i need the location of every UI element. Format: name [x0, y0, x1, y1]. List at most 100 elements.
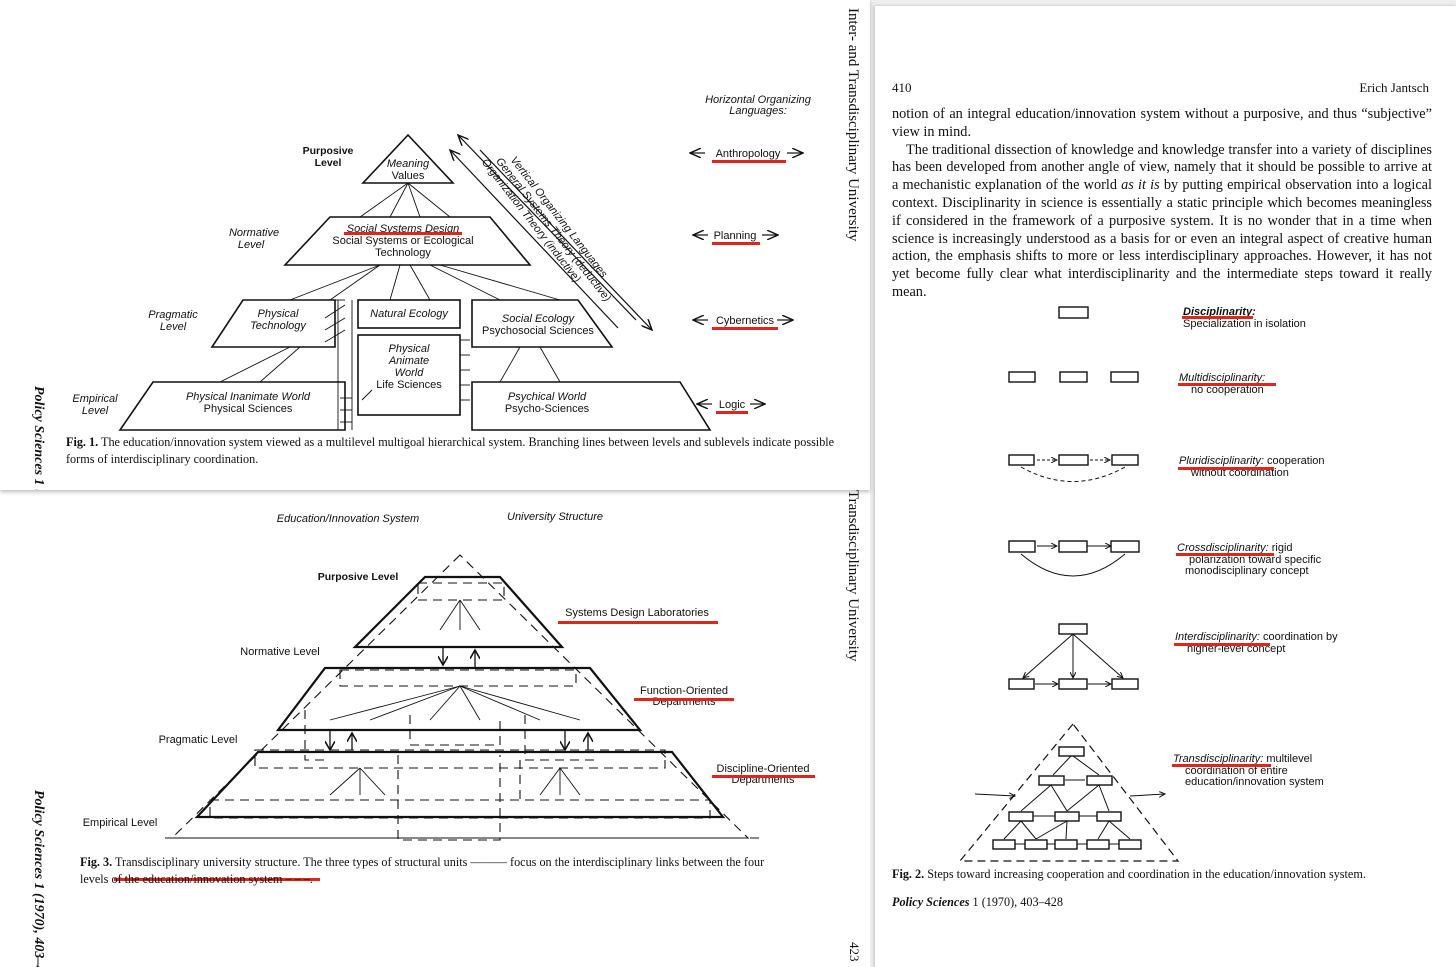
underline-foc: [634, 698, 734, 701]
fig1-animate-2: Animate: [388, 355, 429, 367]
underline-crossdisciplinarity: [1176, 553, 1274, 556]
fig1-phys-tech-2: Technology: [250, 320, 307, 332]
underline-transdisciplinarity: [1172, 764, 1271, 767]
fig1-technology: Technology: [375, 247, 431, 259]
underline-logic: [716, 411, 748, 414]
fig1-panel: Purposive Level Meaning Values Normative…: [0, 0, 870, 490]
fig1-cybernetics: Cybernetics: [716, 315, 775, 327]
fig3-foc-1: Function-Oriented: [640, 685, 728, 697]
running-author: Erich Jantsch: [1359, 80, 1429, 95]
fig3-diagram: Education/Innovation System University S…: [83, 511, 810, 841]
natural-ecology-box: [357, 299, 461, 329]
body-text: notion of an integral education/innovati…: [892, 106, 1432, 302]
fig3-header-left: Education/Innovation System: [277, 513, 419, 525]
education-system-outline: [170, 554, 750, 839]
fig2-caption-label: Fig. 2.: [892, 867, 925, 881]
underline-ssd: [344, 232, 462, 235]
underline-sdl: [558, 621, 718, 624]
fig1-diagram: Purposive Level Meaning Values Normative…: [72, 94, 812, 431]
fig1-inanimate: Physical Inanimate World: [186, 391, 311, 403]
fig2-diagram: [958, 306, 1180, 862]
fig1-level-normative-2: Level: [238, 239, 265, 251]
underline-pluridisciplinarity: [1178, 467, 1274, 470]
fig1-phys-tech-1: Physical: [258, 308, 300, 320]
underline-anthropology: [712, 160, 786, 163]
fig1-anthropology: Anthropology: [716, 148, 781, 160]
fig1-psychosocial: Psychosocial Sciences: [482, 325, 594, 337]
underline-doc: [712, 775, 815, 778]
page-410-panel: 410 Erich Jantsch notion of an integral …: [875, 6, 1456, 967]
fig1-planning: Planning: [714, 230, 757, 242]
paragraph-1: notion of an integral education/innovati…: [892, 106, 1432, 140]
physical-animate-box: [357, 334, 461, 416]
fig1-psycho-sciences: Psycho-Sciences: [505, 403, 590, 415]
physical-inanimate-box: [118, 381, 346, 431]
fig2-caption: Fig. 2. Steps toward increasing cooperat…: [892, 866, 1452, 883]
fig3-panel: Education/Innovation System University S…: [0, 490, 870, 967]
fig1-natural-ecology: Natural Ecology: [370, 308, 449, 320]
fig1-animate-4: Life Sciences: [376, 379, 442, 391]
fig1-social-ecology: Social Ecology: [502, 313, 576, 325]
fig1-caption-label: Fig. 1.: [66, 435, 99, 449]
fig1-level-pragmatic-1: Pragmatic: [148, 309, 198, 321]
fig1-level-normative-1: Normative: [229, 227, 279, 239]
purposive-unit: [417, 582, 505, 601]
fig3-sdl: Systems Design Laboratories: [565, 607, 709, 619]
fig3-caption-text-1: The three types of structural units ——— …: [300, 855, 765, 869]
fig3-level-pragmatic: Pragmatic Level: [159, 734, 238, 746]
fig1-vert-lang-2: General Systems Theory (deductive): [493, 156, 613, 305]
fig3-level-purposive: Purposive Level: [318, 571, 399, 583]
fig3-doc-1: Discipline-Oriented: [717, 763, 810, 775]
fig1-physical-sciences: Physical Sciences: [204, 403, 293, 415]
fig1-psychical: Psychical World: [508, 391, 587, 403]
underline-disciplinarity: [1182, 316, 1253, 319]
fig3-level-empirical: Empirical Level: [83, 817, 158, 829]
normative-trapezoid: [283, 216, 532, 266]
fig1-ss-tech: Social Systems or Ecological: [332, 235, 473, 247]
step-disciplinarity: Disciplinarity:Specialization in isolati…: [1183, 306, 1306, 330]
fig3-side-journal: Policy Sciences 1 (1970), 403–428: [31, 790, 46, 967]
step-multidisciplinarity: Multidisciplinarity:no cooperation: [1179, 372, 1266, 396]
fig1-side-journal: Policy Sciences 1 (197: [31, 386, 46, 490]
journal-footer: Policy Sciences 1 (1970), 403–428: [892, 895, 1063, 909]
fig3-caption: Fig. 3. Transdisciplinary university str…: [80, 854, 840, 888]
fig2-caption-text: Steps toward increasing cooperation and …: [927, 867, 1366, 881]
pragmatic-level-unit: [194, 750, 726, 819]
fig3-level-normative: Normative Level: [240, 646, 319, 658]
fig1-values: Values: [392, 170, 425, 182]
underline-planning: [712, 242, 760, 245]
physical-technology-box: [210, 299, 336, 348]
normative-level-unit: [275, 666, 643, 732]
fig1-level-purposive-1: Purposive: [303, 145, 354, 157]
fig1-level-pragmatic-2: Level: [160, 321, 187, 333]
fig1-animate-1: Physical: [389, 343, 431, 355]
fig1-animate-3: World: [395, 367, 425, 379]
underline-cybernetics: [712, 327, 778, 330]
paragraph-2: The traditional dissection of knowledge …: [892, 141, 1432, 300]
fig1-horizontal-title-2: Languages:: [729, 105, 787, 117]
page-number: 410: [892, 80, 912, 95]
social-ecology-box: [471, 299, 614, 348]
fig1-logic: Logic: [719, 399, 746, 411]
fig3-header-right: University Structure: [507, 511, 603, 523]
fig3-caption-underlined: Transdisciplinary university structure.: [115, 855, 301, 869]
underline-multidisciplinarity: [1178, 383, 1276, 386]
fig3-caption-label: Fig. 3.: [80, 855, 113, 869]
psychical-world-box: [471, 381, 712, 431]
fig3-right-runhead: Transdisciplinary University: [845, 490, 861, 662]
underline-interdisciplinarity: [1174, 643, 1270, 646]
underline-fig3-caption: [114, 878, 320, 881]
fig1-meaning: Meaning: [387, 158, 430, 170]
fig1-caption: Fig. 1. The education/innovation system …: [66, 434, 836, 468]
fig1-horizontal-title-1: Horizontal Organizing: [705, 94, 812, 106]
fig1-level-purposive-2: Level: [315, 157, 342, 169]
fig3-page-number: 423: [847, 942, 862, 962]
fig1-right-runhead: Inter- and Transdisciplinary University: [845, 8, 861, 242]
purposive-level-unit: [352, 575, 565, 649]
fig3-caption-text-2: levels of the education/innovation syste…: [80, 872, 313, 886]
fig1-level-empirical-1: Empirical: [72, 393, 118, 405]
fig1-caption-text: The education/innovation system viewed a…: [66, 435, 835, 466]
